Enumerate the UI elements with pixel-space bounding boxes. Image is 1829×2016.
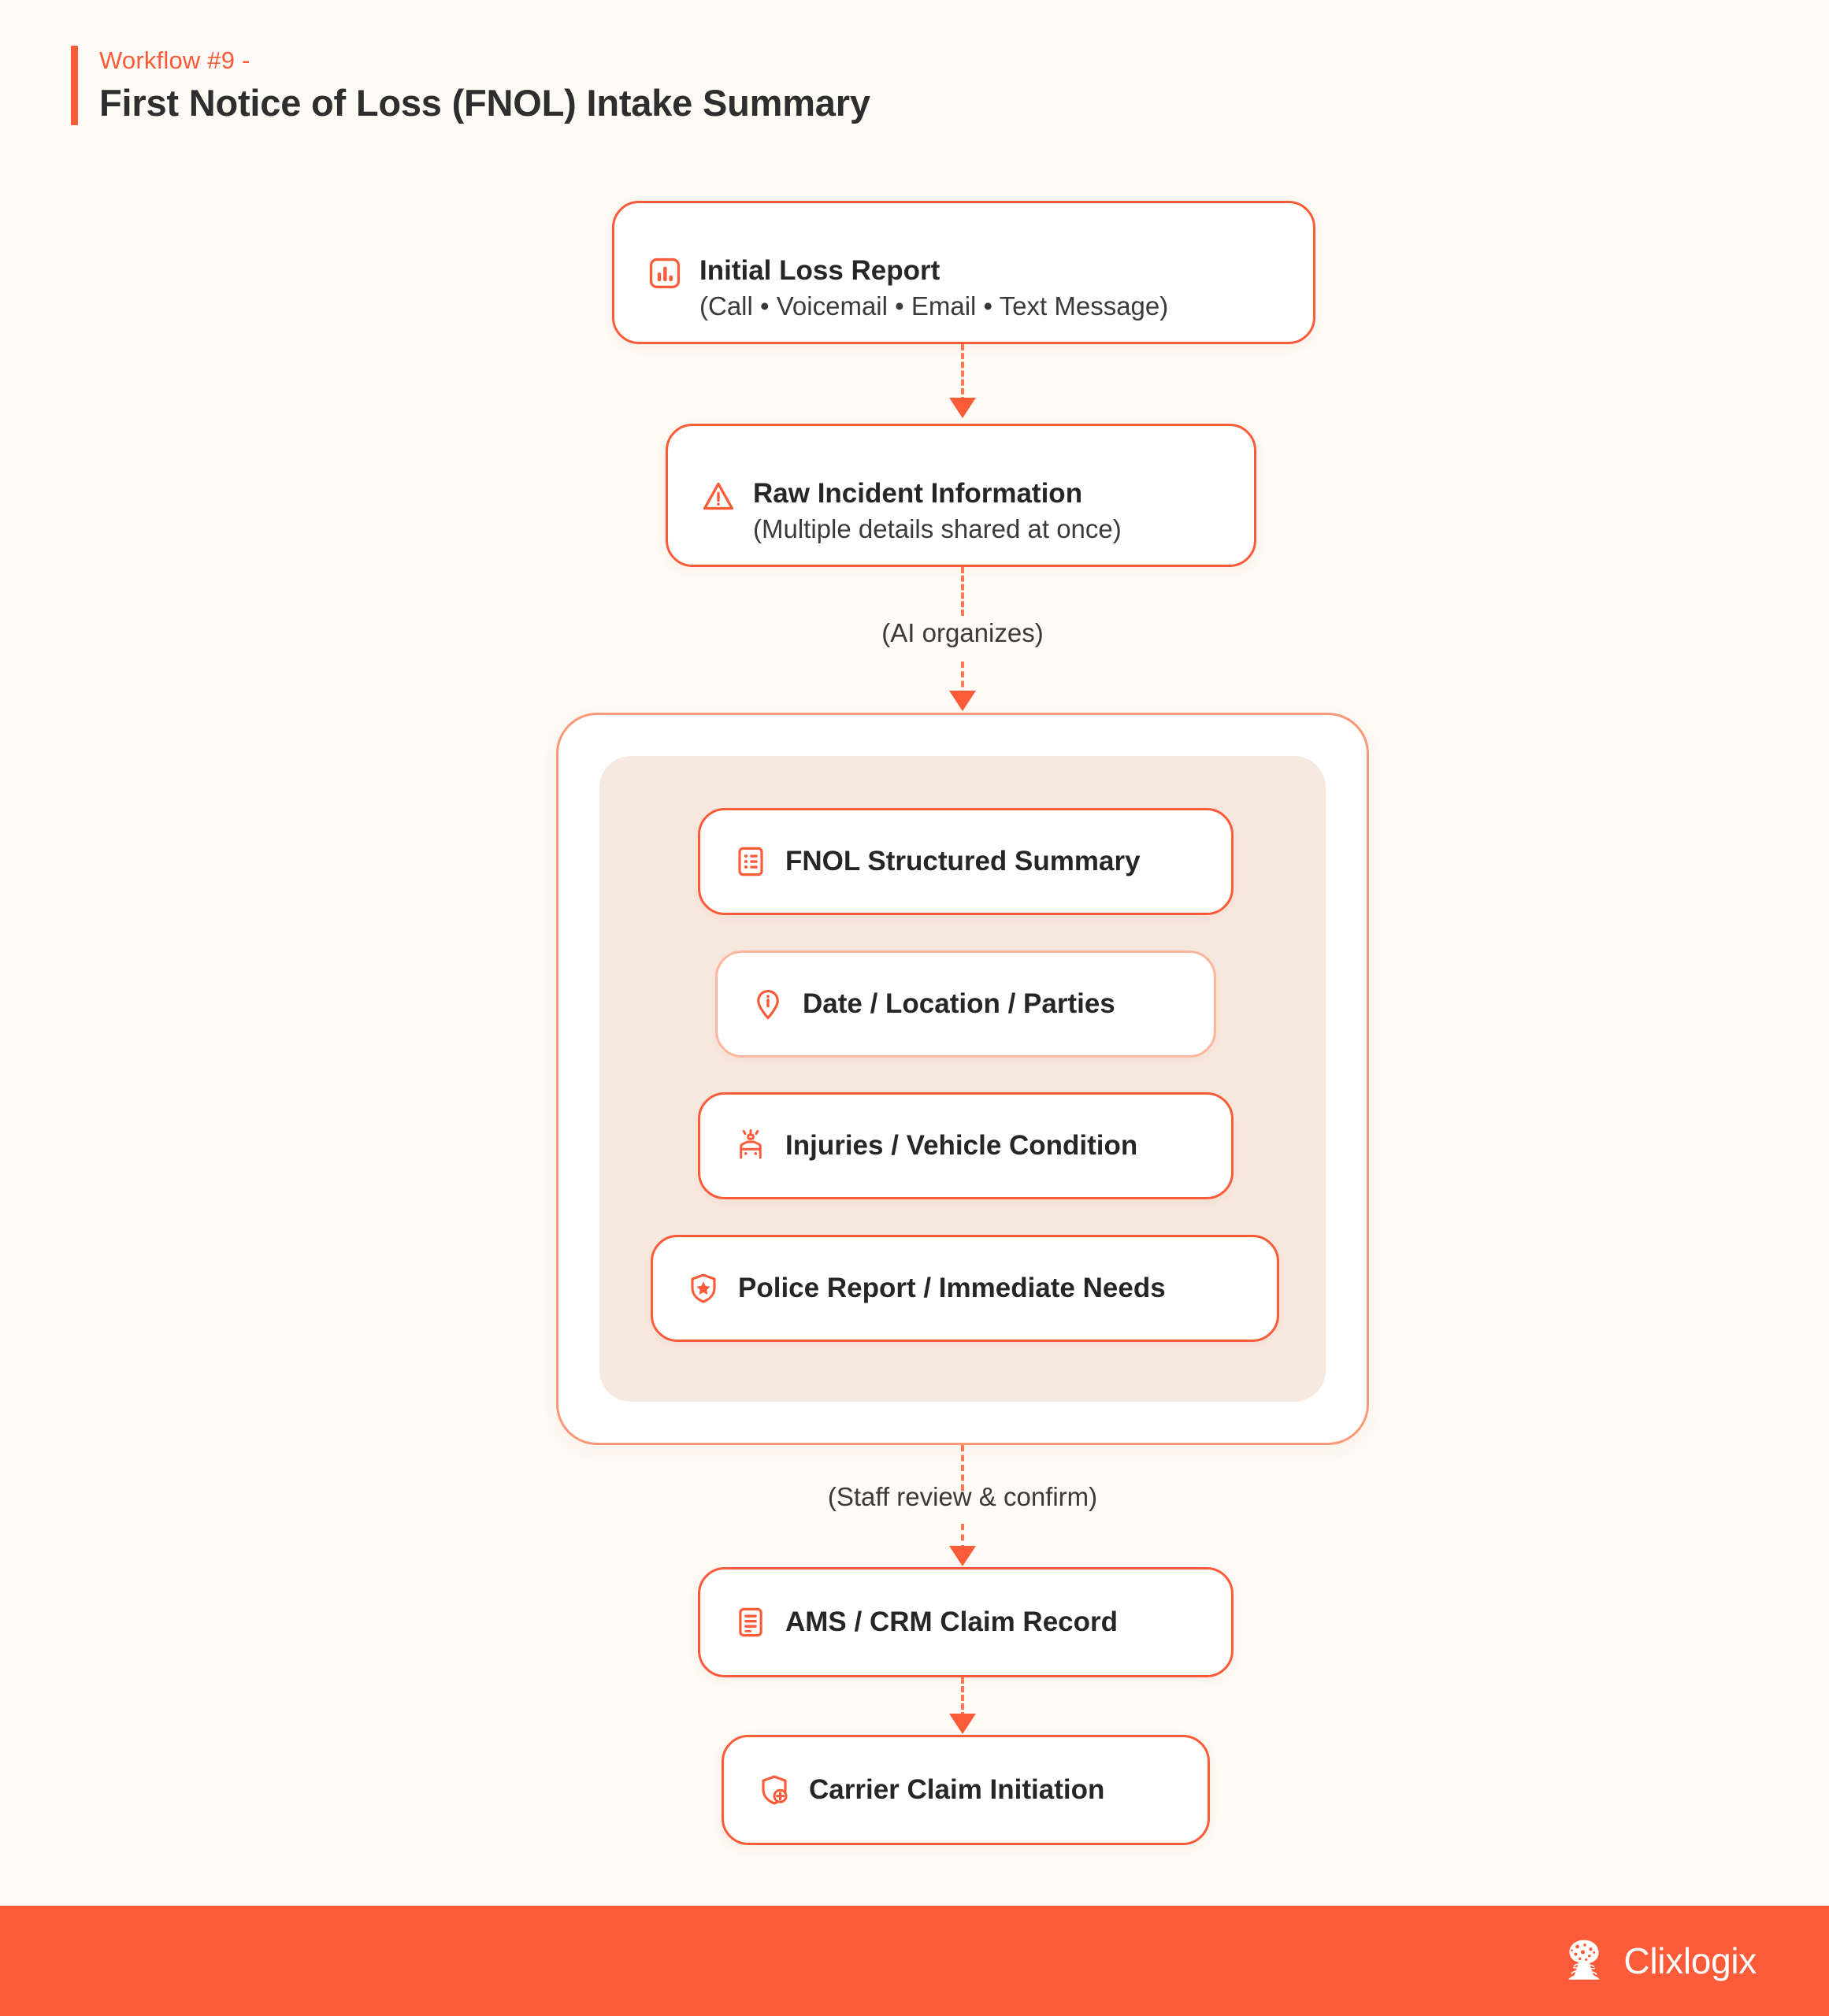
connector-arrow-2 [949, 691, 976, 711]
node-title: Date / Location / Parties [803, 988, 1115, 1019]
node-title: Initial Loss Report [699, 254, 940, 286]
connector-2-upper [961, 567, 964, 616]
node-title: AMS / CRM Claim Record [785, 1606, 1118, 1637]
node-title: FNOL Structured Summary [785, 845, 1141, 876]
brand-logo: Clixlogix [1557, 1934, 1757, 1988]
connector-arrow-3 [949, 1546, 976, 1566]
page-title: First Notice of Loss (FNOL) Intake Summa… [99, 81, 870, 124]
connector-label-ai-organizes: (AI organizes) [881, 618, 1044, 647]
node-subtitle: (Multiple details shared at once) [753, 514, 1122, 544]
flow-node-carrier-claim-initiation[interactable]: Carrier Claim Initiation [722, 1735, 1210, 1845]
shield-plus-icon [755, 1771, 793, 1809]
flow-node-date-location-parties[interactable]: Date / Location / Parties [715, 951, 1216, 1058]
title-accent-bar [71, 46, 78, 126]
connector-arrow-4 [949, 1714, 976, 1734]
node-title: Police Report / Immediate Needs [738, 1272, 1166, 1303]
connector-3-lower [961, 1524, 964, 1551]
connector-4 [961, 1677, 964, 1718]
page-header: Workflow #9 - First Notice of Loss (FNOL… [71, 46, 870, 126]
ambulance-icon [732, 1127, 770, 1165]
node-title: Injuries / Vehicle Condition [785, 1129, 1138, 1161]
header-text-block: Workflow #9 - First Notice of Loss (FNOL… [99, 46, 870, 125]
flow-node-ams-crm-claim-record[interactable]: AMS / CRM Claim Record [698, 1567, 1234, 1677]
node-title: Carrier Claim Initiation [809, 1773, 1105, 1805]
warning-triangle-icon [699, 477, 737, 515]
flow-node-fnol-structured-summary[interactable]: FNOL Structured Summary [698, 808, 1234, 915]
flow-node-initial-loss-report[interactable]: Initial Loss Report (Call • Voicemail • … [612, 201, 1315, 344]
node-title: Raw Incident Information [753, 477, 1083, 509]
tree-logo-icon [1557, 1934, 1611, 1988]
shield-star-icon [684, 1269, 722, 1307]
node-subtitle: (Call • Voicemail • Email • Text Message… [699, 291, 1169, 321]
connector-arrow-1 [949, 398, 976, 418]
list-document-icon [732, 843, 770, 880]
flow-node-injuries-vehicle-condition[interactable]: Injuries / Vehicle Condition [698, 1092, 1234, 1199]
bar-chart-icon [646, 254, 684, 292]
connector-2-lower [961, 662, 964, 697]
workflow-eyebrow: Workflow #9 - [99, 46, 250, 74]
connector-label-staff-review: (Staff review & confirm) [827, 1482, 1098, 1511]
brand-name: Clixlogix [1623, 1940, 1757, 1981]
page-footer: Clixlogix [0, 1906, 1829, 2016]
connector-1 [961, 344, 964, 403]
connector-3-upper [961, 1445, 964, 1491]
flow-node-raw-incident-information[interactable]: Raw Incident Information (Multiple detai… [666, 424, 1256, 567]
flow-node-police-report-immediate-needs[interactable]: Police Report / Immediate Needs [651, 1235, 1279, 1342]
flow-diagram: Initial Loss Report (Call • Voicemail • … [556, 201, 1369, 1845]
map-pin-info-icon [749, 985, 787, 1023]
document-lines-icon [732, 1603, 770, 1641]
